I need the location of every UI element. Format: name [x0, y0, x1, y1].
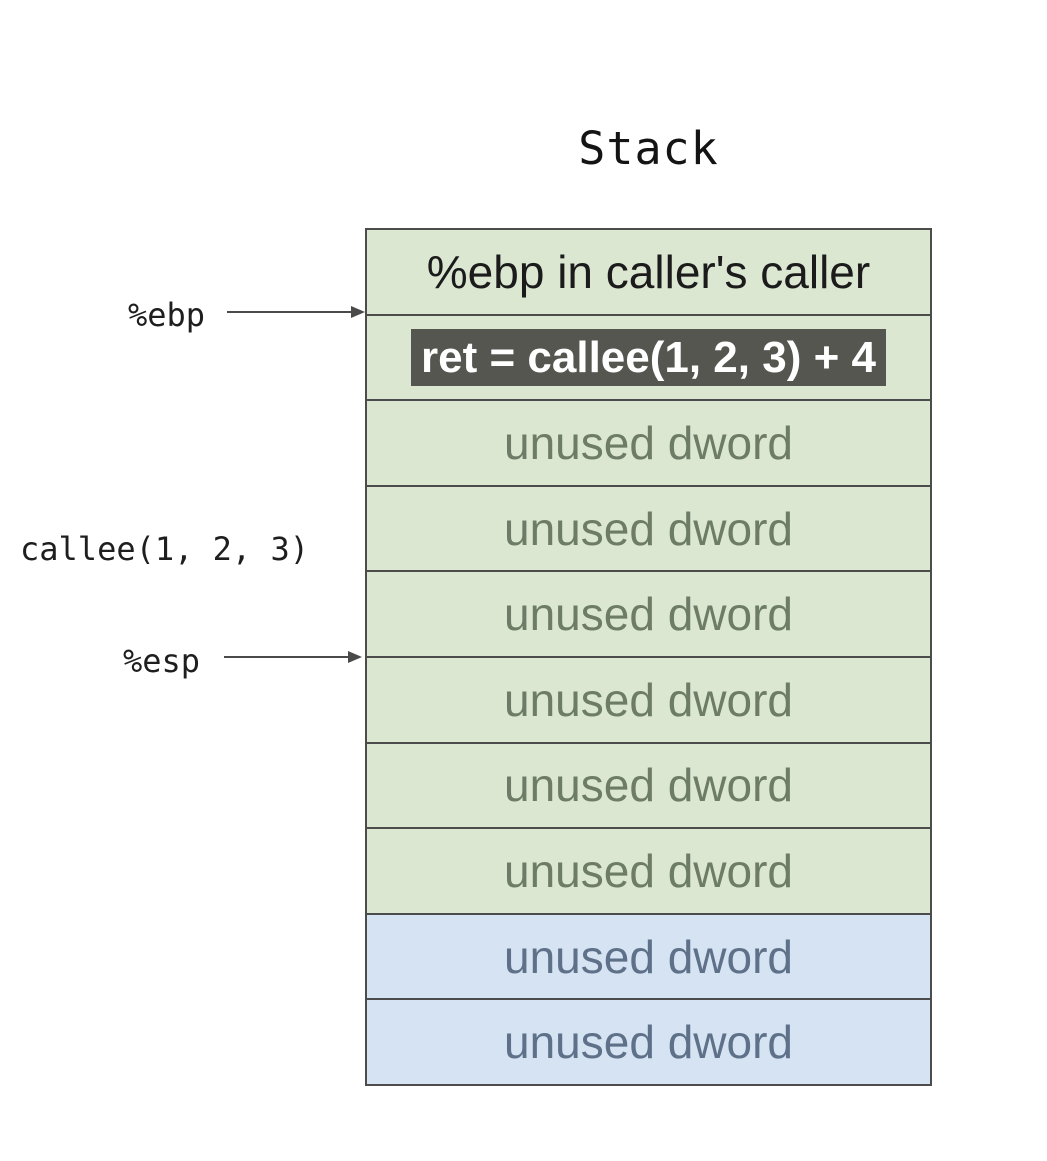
stack-table: %ebp in caller's caller ret = callee(1, … [365, 228, 932, 1086]
stack-cell-label: unused dword [504, 930, 793, 983]
stack-row: unused dword [367, 399, 930, 485]
ebp-arrow [227, 306, 365, 318]
stack-row: ret = callee(1, 2, 3) + 4 [367, 313, 930, 400]
stack-row: unused dword [367, 484, 930, 571]
stack-row: unused dword [367, 998, 930, 1084]
stack-cell-label: ret = callee(1, 2, 3) + 4 [411, 328, 886, 386]
stack-row: unused dword [367, 827, 930, 913]
ebp-register-label: %ebp [127, 296, 205, 334]
stack-row: %ebp in caller's caller [367, 230, 930, 314]
stack-row: unused dword [367, 570, 930, 656]
stack-cell-label: unused dword [504, 844, 793, 897]
diagram-title: Stack [578, 122, 719, 175]
stack-cell-label: unused dword [504, 502, 793, 555]
esp-arrow [224, 651, 362, 663]
stack-row: unused dword [367, 912, 930, 999]
stack-row: unused dword [367, 655, 930, 742]
stack-cell-label: unused dword [504, 673, 793, 726]
stack-cell-label: unused dword [504, 416, 793, 469]
callee-call-label: callee(1, 2, 3) [20, 530, 309, 568]
stack-cell-label: unused dword [504, 1016, 793, 1069]
stack-cell-label: unused dword [504, 588, 793, 641]
stack-cell-label: %ebp in caller's caller [426, 245, 871, 298]
esp-register-label: %esp [122, 642, 200, 680]
stack-cell-label: unused dword [504, 759, 793, 812]
stack-row: unused dword [367, 741, 930, 828]
